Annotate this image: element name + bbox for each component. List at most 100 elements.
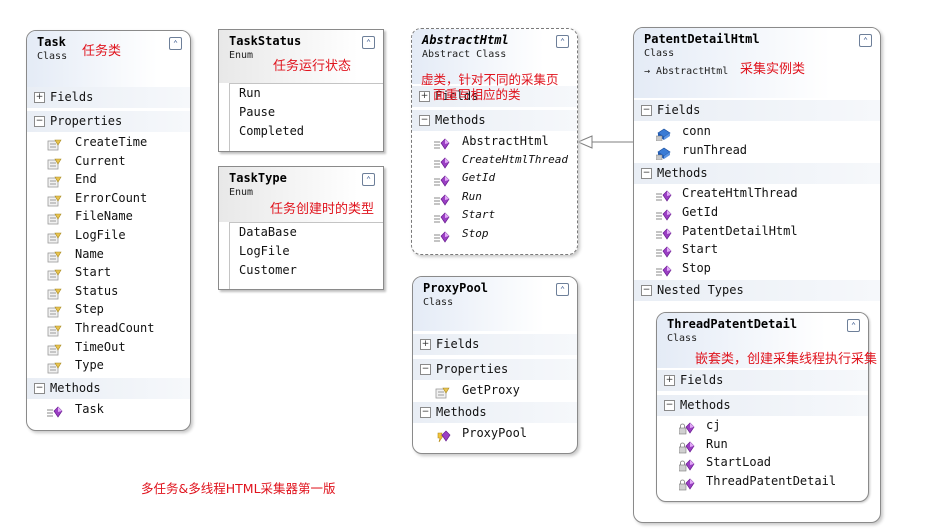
method-icon (656, 244, 672, 259)
expand-icon[interactable]: + (664, 375, 675, 386)
tasktype-annotation: 任务创建时的类型 (270, 202, 375, 217)
method-icon (47, 404, 63, 418)
collapse-section-icon[interactable]: − (34, 116, 45, 127)
member-item[interactable]: ThreadPatentDetail (706, 473, 837, 488)
enum-values (229, 222, 383, 289)
fields-section[interactable]: + Fields (413, 334, 577, 355)
collapse-section-icon[interactable]: − (420, 407, 431, 418)
nested-types-section[interactable]: − Nested Types (634, 280, 880, 301)
collapse-section-icon[interactable]: − (641, 168, 652, 179)
collapse-icon[interactable]: ⌃ (859, 34, 872, 47)
member-item[interactable]: StartLoad (706, 455, 772, 470)
expand-icon[interactable]: + (34, 92, 45, 103)
property-icon (47, 286, 63, 300)
member-item[interactable]: GetProxy (462, 383, 520, 397)
collapse-icon[interactable]: ⌃ (556, 35, 569, 48)
collapse-section-icon[interactable]: − (419, 115, 430, 126)
section-label: Fields (436, 337, 480, 351)
method-icon (434, 229, 450, 243)
property-icon (47, 137, 63, 151)
private-method-icon (678, 420, 695, 435)
member-item[interactable]: FileName (75, 209, 133, 224)
constructor-icon (435, 428, 451, 443)
member-item[interactable]: runThread (682, 143, 748, 157)
class-name: ThreadPatentDetail (667, 317, 798, 331)
member-item[interactable]: Status (75, 283, 119, 298)
member-item[interactable]: Start (75, 265, 112, 280)
collapse-icon[interactable]: ⌃ (169, 37, 182, 50)
member-item[interactable]: CreateHtmlThread (682, 186, 798, 200)
fields-section[interactable]: + Fields (412, 86, 577, 107)
private-method-icon (678, 457, 695, 472)
fields-section[interactable]: + Fields (27, 87, 190, 108)
methods-section[interactable]: − Methods (657, 395, 868, 416)
expand-icon[interactable]: + (419, 91, 430, 102)
section-label: Methods (50, 381, 101, 395)
member-item[interactable]: Step (75, 302, 104, 317)
collapse-icon[interactable]: ⌃ (556, 283, 569, 296)
fields-section[interactable]: + Fields (657, 370, 868, 391)
method-icon (434, 192, 450, 206)
field-icon (655, 145, 672, 161)
member-item[interactable]: Customer (239, 262, 297, 277)
class-name: AbstractHtml (422, 33, 509, 47)
member-item[interactable]: End (75, 172, 97, 187)
member-item[interactable]: Run (462, 189, 482, 203)
patentdetailhtml-header: PatentDetailHtml Class → AbstractHtml ⌃ (634, 28, 880, 98)
section-label: Properties (436, 362, 509, 376)
collapse-icon[interactable]: ⌃ (362, 36, 375, 49)
member-item[interactable]: Run (239, 86, 261, 100)
member-item[interactable]: Run (706, 436, 728, 451)
member-item[interactable]: ProxyPool (462, 426, 528, 440)
member-item[interactable]: Current (75, 153, 126, 168)
methods-section[interactable]: − Methods (412, 110, 577, 131)
member-item[interactable]: Stop (682, 261, 711, 276)
threadpatentdetail-class-box[interactable]: ThreadPatentDetail Class ⌃ + Fields − Me… (656, 312, 869, 502)
collapse-icon[interactable]: ⌃ (362, 173, 375, 186)
member-item[interactable]: PatentDetailHtml (682, 223, 798, 238)
collapse-section-icon[interactable]: − (641, 105, 652, 116)
methods-section[interactable]: − Methods (27, 378, 190, 399)
collapse-section-icon[interactable]: − (641, 285, 652, 296)
member-item[interactable]: Stop (462, 227, 489, 240)
member-item[interactable]: Type (75, 358, 104, 373)
member-item[interactable]: Task (75, 402, 104, 416)
member-item[interactable]: Pause (239, 104, 276, 119)
properties-section[interactable]: − Properties (413, 359, 577, 380)
collapse-icon[interactable]: ⌃ (847, 319, 860, 332)
member-item[interactable]: TimeOut (75, 339, 126, 354)
member-item[interactable]: CreateHtmlThread (462, 152, 568, 166)
member-item[interactable]: DataBase (239, 225, 297, 239)
member-item[interactable]: Completed (239, 123, 305, 138)
methods-section[interactable]: − Methods (413, 402, 577, 423)
member-item[interactable]: conn (682, 124, 711, 138)
properties-section[interactable]: − Properties (27, 111, 190, 132)
member-item[interactable]: GetId (682, 204, 719, 219)
patentdetailhtml-class-box[interactable]: PatentDetailHtml Class → AbstractHtml ⌃ … (633, 27, 881, 523)
member-item[interactable]: ErrorCount (75, 190, 148, 205)
member-item[interactable]: ThreadCount (75, 321, 155, 335)
fields-section[interactable]: − Fields (634, 100, 880, 121)
member-item[interactable]: LogFile (75, 228, 126, 242)
collapse-section-icon[interactable]: − (664, 400, 675, 411)
collapse-section-icon[interactable]: − (420, 364, 431, 375)
abstracthtml-class-box[interactable]: AbstractHtml Abstract Class ⌃ + Fields −… (411, 28, 578, 255)
collapse-section-icon[interactable]: − (34, 383, 45, 394)
member-item[interactable]: AbstractHtml (462, 134, 549, 148)
base-class-label: → AbstractHtml (644, 66, 729, 77)
methods-section[interactable]: − Methods (634, 163, 880, 184)
member-item[interactable]: cj (706, 418, 721, 432)
threadpatentdetail-header: ThreadPatentDetail Class ⌃ (657, 313, 868, 368)
abstracthtml-annotation-line2: 面重写相应的类 (433, 87, 521, 102)
expand-icon[interactable]: + (420, 339, 431, 350)
member-item[interactable]: CreateTime (75, 135, 148, 149)
task-class-box[interactable]: Task Class ⌃ + Fields − Properties − Met… (26, 30, 191, 431)
member-item[interactable]: GetId (462, 171, 496, 185)
proxypool-class-box[interactable]: ProxyPool Class ⌃ + Fields − Properties … (412, 276, 578, 454)
member-item[interactable]: Start (682, 242, 719, 257)
member-item[interactable]: Start (462, 208, 496, 222)
member-item[interactable]: Name (75, 246, 104, 261)
member-item[interactable]: LogFile (239, 243, 290, 258)
